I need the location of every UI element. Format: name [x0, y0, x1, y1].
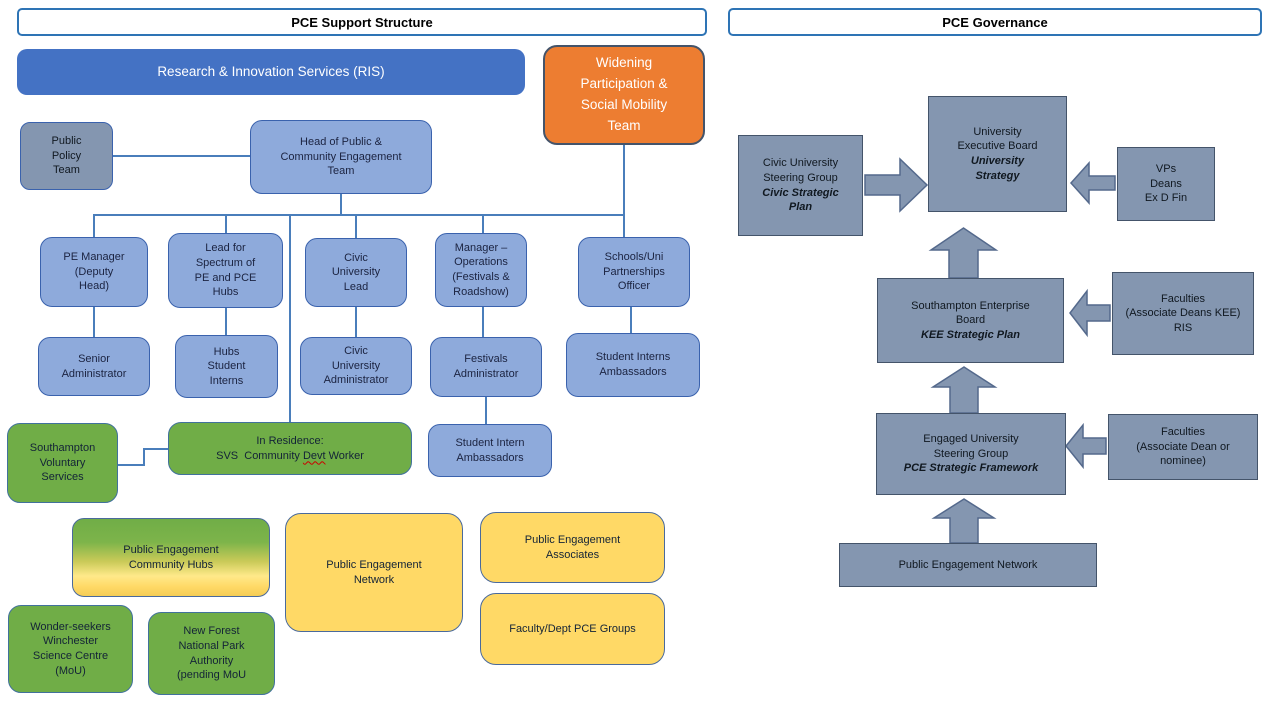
misspelled-word: Devt	[302, 449, 326, 462]
box-festivals-administrator: Festivals Administrator	[430, 337, 542, 397]
box-southampton-voluntary-services: Southampton Voluntary Services	[7, 423, 118, 503]
box-civic-university-lead: Civic University Lead	[305, 238, 407, 307]
eusg-label: Engaged University Steering Group	[923, 433, 1019, 460]
block-arrow-left-icon	[1069, 288, 1111, 338]
in-residence-line2: SVS Community Devt Worker	[216, 449, 364, 462]
box-public-policy-team: Public Policy Team	[20, 122, 113, 190]
box-widening-participation-team: Widening Participation & Social Mobility…	[543, 45, 705, 145]
box-head-of-pce-team: Head of Public & Community Engagement Te…	[250, 120, 432, 194]
box-public-engagement-network: Public Engagement Network	[839, 543, 1097, 587]
connector-public-policy	[113, 155, 250, 157]
eusg-framework-label: PCE Strategic Framework	[903, 462, 1039, 475]
connector-head-down	[340, 194, 342, 215]
csg-label: Civic University Steering Group	[762, 157, 839, 184]
box-student-interns-ambassadors: Student Interns Ambassadors	[566, 333, 700, 397]
box-pe-community-hubs: Public Engagement Community Hubs	[72, 518, 270, 597]
box-faculties-associate-deans-kee: Faculties (Associate Deans KEE) RIS	[1112, 272, 1254, 355]
governance-title: PCE Governance	[728, 8, 1262, 36]
box-in-residence-svs-worker: In Residence: SVS Community Devt Worker	[168, 422, 412, 475]
connector-festivals-ambassadors	[485, 397, 487, 424]
block-arrow-left-icon	[1065, 422, 1107, 470]
box-manager-operations: Manager – Operations (Festivals & Roadsh…	[435, 233, 527, 307]
box-pe-manager: PE Manager (Deputy Head)	[40, 237, 148, 307]
box-pe-associates: Public Engagement Associates	[480, 512, 665, 583]
box-engaged-university-steering-group: Engaged University Steering Group PCE St…	[876, 413, 1066, 495]
connector-stub-manager	[482, 214, 484, 233]
connector-main-horizontal	[93, 214, 625, 216]
connector-stub-civic	[355, 214, 357, 238]
box-lead-spectrum-hubs: Lead for Spectrum of PE and PCE Hubs	[168, 233, 283, 308]
connector-svs-elbow-2	[143, 448, 145, 466]
box-civic-university-steering-group: Civic University Steering Group Civic St…	[738, 135, 863, 236]
box-senior-administrator: Senior Administrator	[38, 337, 150, 396]
seb-label: Southampton Enterprise Board	[911, 299, 1030, 327]
connector-pe-senior	[93, 307, 95, 337]
connector-stub-lead	[225, 214, 227, 233]
block-arrow-left-icon	[1069, 161, 1116, 205]
box-hubs-student-interns: Hubs Student Interns	[175, 335, 278, 398]
box-student-intern-ambassadors: Student Intern Ambassadors	[428, 424, 552, 477]
connector-svs-elbow-3	[143, 448, 169, 450]
box-pe-network: Public Engagement Network	[285, 513, 463, 632]
connector-wpsm-down	[623, 144, 625, 237]
box-civic-university-administrator: Civic University Administrator	[300, 337, 412, 395]
box-schools-uni-partnerships-officer: Schools/Uni Partnerships Officer	[578, 237, 690, 307]
block-arrow-up-icon	[930, 366, 998, 414]
csg-plan-label: Civic Strategic Plan	[762, 186, 839, 214]
block-arrow-up-icon	[931, 498, 997, 544]
connector-svs-elbow-1	[118, 464, 144, 466]
in-residence-line1: In Residence:	[256, 434, 324, 447]
seb-plan-label: KEE Strategic Plan	[920, 328, 1021, 341]
block-arrow-right-icon	[864, 157, 929, 213]
box-faculties-associate-dean-nominee: Faculties (Associate Dean or nominee)	[1108, 414, 1258, 480]
connector-schools-interns	[630, 307, 632, 333]
ueb-label: University Executive Board	[957, 125, 1038, 153]
box-new-forest-npa: New Forest National Park Authority (pend…	[148, 612, 275, 695]
connector-civic-admin	[355, 307, 357, 337]
box-wonder-seekers: Wonder-seekers Winchester Science Centre…	[8, 605, 133, 693]
box-faculty-dept-pce-groups: Faculty/Dept PCE Groups	[480, 593, 665, 665]
ueb-strategy-label: University Strategy	[970, 155, 1025, 182]
block-arrow-up-icon	[928, 227, 999, 279]
support-structure-title: PCE Support Structure	[17, 8, 707, 36]
box-southampton-enterprise-board: Southampton Enterprise Board KEE Strateg…	[877, 278, 1064, 363]
box-university-executive-board: University Executive Board University St…	[928, 96, 1067, 212]
box-research-innovation-services: Research & Innovation Services (RIS)	[17, 49, 525, 95]
connector-lead-hubs	[225, 308, 227, 335]
connector-long-vertical	[289, 214, 291, 422]
box-vps-deans-exdfin: VPs Deans Ex D Fin	[1117, 147, 1215, 221]
connector-stub-pe-manager	[93, 214, 95, 237]
connector-manager-festivals	[482, 307, 484, 337]
